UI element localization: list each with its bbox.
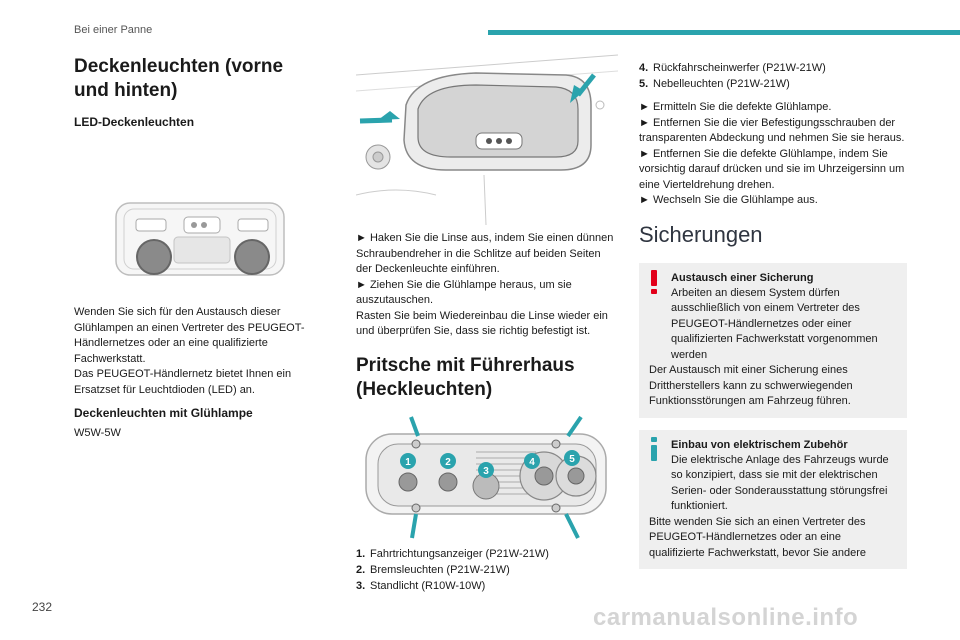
section-title-ceiling-lamps: Deckenleuchten (vorne und hinten)	[74, 56, 284, 101]
warning-box: Austausch einer Sicherung Arbeiten an di…	[639, 262, 907, 418]
list-item: 3.Standlicht (R10W-10W)	[356, 579, 486, 592]
running-header: Bei einer Panne	[74, 24, 153, 36]
bulb-list-1: 1.Fahrtrichtungsanzeiger (P21W-21W) 2.Br…	[356, 546, 618, 594]
list-item: 4.Rückfahrscheinwerfer (P21W-21W)	[639, 62, 826, 74]
column-right: 4.Rückfahrscheinwerfer (P21W-21W) 5.Nebe…	[639, 60, 907, 581]
page-number: 232	[32, 600, 53, 614]
section-title-fuses: Sicherungen	[639, 221, 763, 247]
info-icon	[651, 436, 657, 461]
list-item: 2.Bremsleuchten (P21W-21W)	[356, 563, 510, 576]
watermark: carmanualsonline.info	[593, 604, 859, 631]
instr-pull-bulb: ► Ziehen Sie die Glühlampe heraus, um si…	[356, 278, 572, 307]
bulb-list-2: 4.Rückfahrscheinwerfer (P21W-21W) 5.Nebe…	[639, 60, 907, 92]
info-text-1: Die elektrische Anlage des Fahrzeugs wur…	[671, 453, 889, 513]
step-identify: ► Ermitteln Sie die defekte Glühlampe.	[639, 101, 832, 113]
step-replace-bulb: ► Wechseln Sie die Glühlampe aus.	[639, 194, 818, 206]
column-middle: ► Haken Sie die Linse aus, indem Sie ein…	[356, 45, 618, 600]
section-title-rear-lamps: Pritsche mit Führerhaus (Heckleuchten)	[356, 354, 575, 400]
info-title: Einbau von elektrischem Zubehör	[671, 438, 848, 451]
list-item: 5.Nebelleuchten (P21W-21W)	[639, 78, 790, 90]
led-ceiling-lamp-illustration	[115, 202, 285, 276]
column-left: Deckenleuchten (vorne und hinten) LED-De…	[74, 55, 314, 448]
info-text-2: Bitte wenden Sie sich an einen Vertreter…	[649, 515, 867, 559]
para-led-kit: Das PEUGEOT-Händlernetz bietet Ihnen ein…	[74, 368, 292, 396]
bulb-type: W5W-5W	[74, 427, 121, 439]
bulb-heading: Deckenleuchten mit Glühlampe	[74, 406, 253, 420]
step-remove-screws: ► Entfernen Sie die vier Befestigungssch…	[639, 116, 905, 145]
warning-text-2: Der Austausch mit einer Sicherung eines …	[649, 364, 853, 407]
warning-title: Austausch einer Sicherung	[671, 271, 814, 284]
ceiling-lens-illustration	[356, 54, 618, 225]
rear-lamp-illustration: 1 2 3 4 5	[365, 415, 607, 539]
step-remove-bulb: ► Entfernen Sie die defekte Glühlampe, i…	[639, 147, 905, 191]
warning-text-1: Arbeiten an diesem System dürfen ausschl…	[671, 286, 878, 361]
callout-4: 4	[529, 457, 535, 468]
callout-1: 1	[405, 457, 411, 468]
warning-exclamation-icon	[651, 269, 657, 294]
callout-2: 2	[445, 457, 451, 468]
instr-unhook-lens: ► Haken Sie die Linse aus, indem Sie ein…	[356, 232, 614, 275]
instr-refit-lens: Rasten Sie beim Wiedereinbau die Linse w…	[356, 309, 608, 338]
list-item: 1.Fahrtrichtungsanzeiger (P21W-21W)	[356, 547, 549, 560]
header-accent-bar	[488, 30, 960, 35]
para-dealer: Wenden Sie sich für den Austausch dieser…	[74, 306, 305, 365]
led-heading: LED-Deckenleuchten	[74, 115, 195, 129]
callout-5: 5	[569, 454, 575, 465]
info-box: Einbau von elektrischem Zubehör Die elek…	[639, 429, 907, 569]
callout-3: 3	[483, 466, 489, 477]
